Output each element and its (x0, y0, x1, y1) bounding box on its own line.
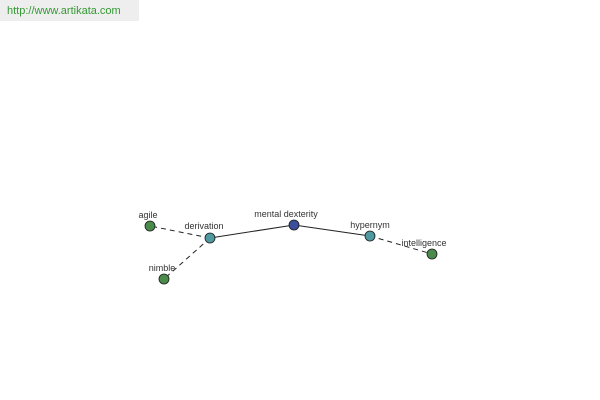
graph-edges (149, 224, 433, 280)
edge-derivation-agile (149, 225, 211, 239)
site-url-link[interactable]: http://www.artikata.com (7, 5, 121, 17)
node-hypernym[interactable]: hypernym (350, 220, 390, 242)
edge-hypernym-intelligence (369, 235, 433, 255)
node-nimble[interactable]: nimble (149, 263, 176, 285)
node-label-hypernym[interactable]: hypernym (350, 220, 390, 230)
node-label-intelligence[interactable]: intelligence (401, 238, 446, 248)
graph-nodes: mental dexterity derivation hypernym agile n… (138, 209, 447, 285)
node-marker-derivation[interactable] (204, 232, 216, 244)
node-marker-mental-dexterity[interactable] (288, 219, 300, 231)
node-label-agile[interactable]: agile (138, 210, 157, 220)
node-marker-agile[interactable] (144, 220, 156, 232)
edge-derivation-nimble (163, 237, 211, 280)
edge-mental-dexterity-derivation (209, 224, 295, 239)
edge-mental-dexterity-hypernym (293, 224, 371, 237)
node-marker-nimble[interactable] (158, 273, 170, 285)
node-agile[interactable]: agile (138, 210, 158, 232)
node-mental-dexterity[interactable]: mental dexterity (254, 209, 318, 231)
node-label-mental-dexterity[interactable]: mental dexterity (254, 209, 318, 219)
node-marker-intelligence[interactable] (426, 248, 438, 260)
node-label-nimble[interactable]: nimble (149, 263, 176, 273)
node-derivation[interactable]: derivation (184, 221, 224, 244)
node-intelligence[interactable]: intelligence (401, 238, 447, 260)
url-banner: http://www.artikata.com (0, 0, 139, 21)
node-label-derivation[interactable]: derivation (184, 221, 223, 231)
node-marker-hypernym[interactable] (364, 230, 376, 242)
